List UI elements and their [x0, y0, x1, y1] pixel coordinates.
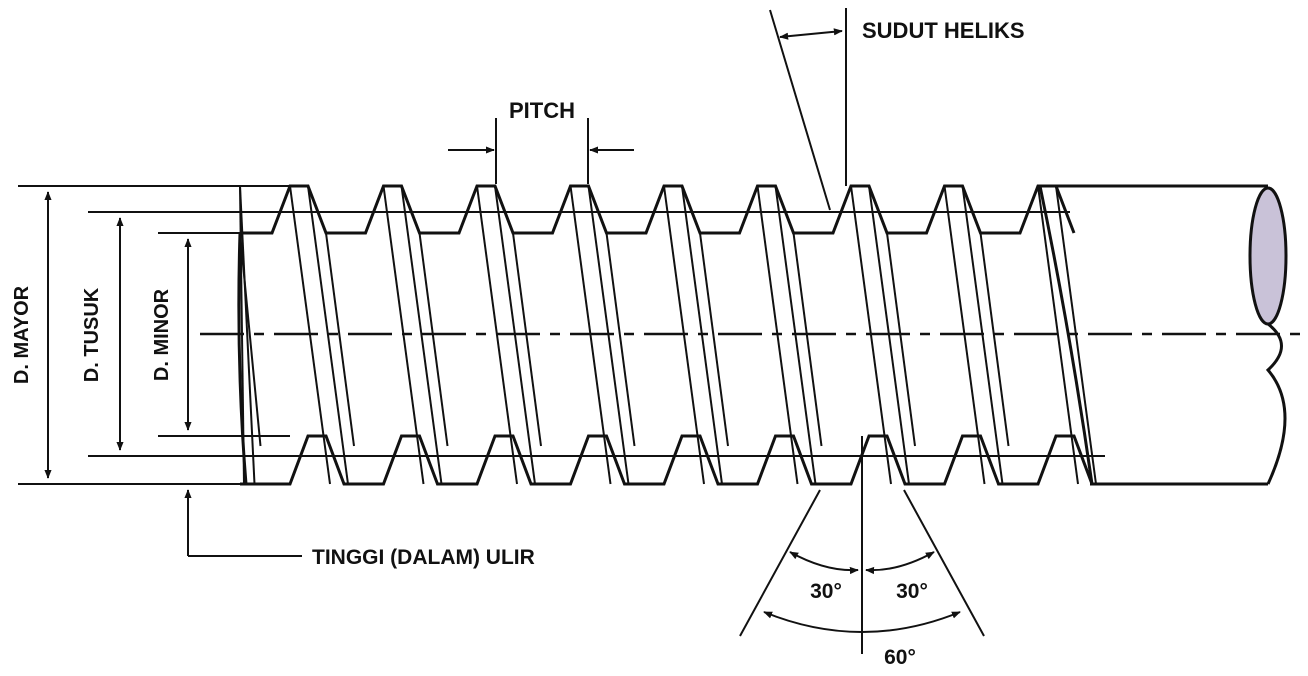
pitch-diameter-dimension: D. TUSUK — [81, 217, 124, 451]
thread-angle-dimension: 30° 30° 60° — [739, 436, 985, 669]
helix-line — [886, 232, 916, 447]
helix-angle-label: SUDUT HELIKS — [862, 18, 1025, 43]
helix-angle-dimension: SUDUT HELIKS — [769, 8, 1025, 211]
helix-line — [792, 232, 823, 447]
major-diameter-dimension: D. MAYOR — [11, 191, 52, 479]
thread-angle-label: 60° — [884, 646, 916, 669]
thread-bottom-profile — [240, 434, 1094, 486]
minor-diameter-dimension: D. MINOR — [151, 238, 192, 431]
plain-shaft — [1038, 184, 1288, 486]
helix-line — [400, 185, 443, 485]
helix-line — [979, 232, 1010, 447]
helix-line — [418, 232, 449, 447]
thread-depth-label: TINGGI (DALAM) ULIR — [312, 546, 535, 569]
pitch-dimension: PITCH — [448, 98, 634, 184]
half-angle-right-label: 30° — [896, 580, 928, 603]
half-angle-left-label: 30° — [810, 580, 842, 603]
helix-line — [239, 232, 262, 447]
helix-line — [512, 232, 542, 447]
pitch-label: PITCH — [509, 98, 575, 123]
major-diameter-label: D. MAYOR — [11, 285, 33, 384]
helix-line — [699, 232, 729, 447]
diameter-reference-lines — [18, 185, 1105, 485]
helix-line — [325, 232, 355, 447]
thread-depth-dimension: TINGGI (DALAM) ULIR — [184, 489, 535, 569]
shaft-end-face — [1248, 186, 1288, 326]
minor-diameter-label: D. MINOR — [151, 288, 173, 381]
pitch-diameter-label: D. TUSUK — [81, 287, 103, 382]
helix-line — [239, 185, 256, 485]
helix-line — [605, 232, 636, 447]
